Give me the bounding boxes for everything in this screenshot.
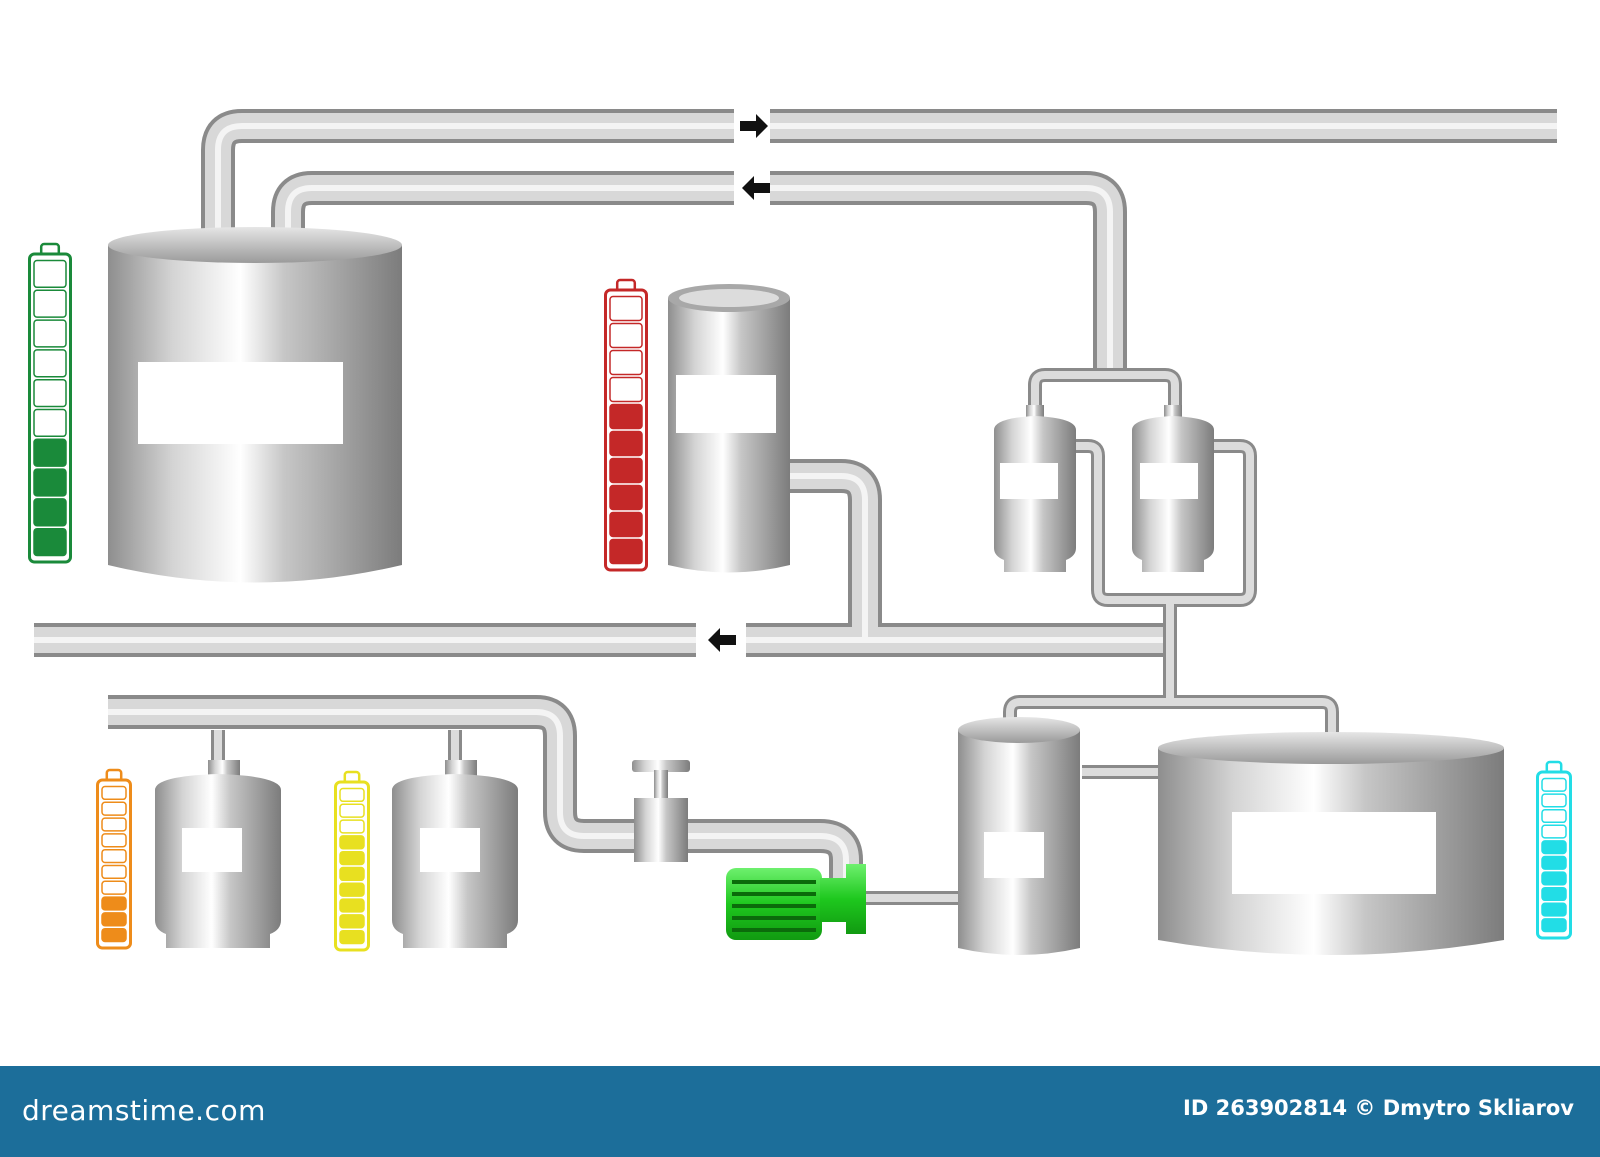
- indicator-segment-empty: [33, 319, 67, 348]
- indicator-segment-empty: [101, 848, 127, 864]
- filter-right: [1132, 405, 1214, 572]
- indicator-segment-filled: [609, 511, 643, 538]
- indicator-segment-empty: [33, 349, 67, 378]
- filter-left: [994, 405, 1076, 572]
- indicator-segment-empty: [101, 785, 127, 801]
- tank-label-panel: [984, 832, 1044, 878]
- storage-tank-lower: [1158, 732, 1504, 955]
- tank-label-panel: [182, 828, 242, 872]
- indicator-segment-filled: [1541, 840, 1567, 855]
- indicator-segment-empty: [339, 819, 365, 834]
- valve: [632, 760, 690, 862]
- indicator-segment-empty: [1541, 824, 1567, 839]
- level-indicator-orange: [96, 768, 132, 950]
- indicator-segment-filled: [1541, 871, 1567, 886]
- indicator-segment-empty: [101, 833, 127, 848]
- arrow-left-icon: [708, 628, 736, 652]
- tank-label-panel: [420, 828, 480, 872]
- indicator-segment-filled: [339, 866, 365, 882]
- indicator-segment-empty: [101, 864, 127, 880]
- indicator-segment-empty: [1541, 808, 1567, 824]
- filter-label-panel: [1140, 463, 1198, 499]
- brand-text[interactable]: dreamstime.com: [22, 1094, 266, 1127]
- indicator-segment-filled: [1541, 886, 1567, 902]
- indicator-segment-empty: [33, 289, 67, 318]
- indicator-segment-empty: [101, 817, 127, 832]
- pipe-network: [34, 109, 1557, 905]
- storage-tank-large: [108, 227, 402, 583]
- level-indicator-red: [604, 278, 648, 572]
- indicator-segment-empty: [1541, 793, 1567, 808]
- indicator-segment-empty: [101, 801, 127, 816]
- indicator-segment-filled: [609, 484, 643, 511]
- indicator-segment-empty: [609, 349, 643, 376]
- indicator-segment-empty: [339, 803, 365, 818]
- indicator-segment-filled: [101, 912, 127, 927]
- small-tank-2: [392, 760, 518, 948]
- indicator-segment-empty: [101, 880, 127, 895]
- indicator-segment-empty: [33, 408, 67, 438]
- arrow-right-icon: [740, 114, 768, 138]
- indicator-segment-filled: [33, 468, 67, 497]
- arrow-left-icon: [742, 176, 770, 200]
- indicator-segment-empty: [339, 787, 365, 803]
- tank-label-panel: [676, 375, 776, 433]
- indicator-segment-filled: [339, 914, 365, 929]
- indicator-segment-filled: [33, 527, 67, 557]
- level-indicator-cyan: [1536, 760, 1572, 940]
- tank-label-panel: [138, 362, 343, 444]
- level-indicator-green: [28, 242, 72, 564]
- small-tank-1: [155, 760, 281, 948]
- indicator-segment-filled: [339, 929, 365, 945]
- flow-arrows: [708, 114, 770, 652]
- indicator-segment-filled: [1541, 855, 1567, 870]
- level-indicator-yellow: [334, 770, 370, 952]
- indicator-segment-filled: [101, 896, 127, 911]
- indicator-segment-empty: [33, 259, 67, 289]
- image-credit: ID 263902814 © Dmytro Skliarov: [1183, 1096, 1574, 1120]
- indicator-segment-empty: [609, 322, 643, 349]
- indicator-segment-filled: [609, 457, 643, 484]
- indicator-segment-filled: [339, 898, 365, 913]
- indicator-segment-filled: [609, 403, 643, 430]
- indicator-segment-filled: [1541, 918, 1567, 933]
- indicator-segment-filled: [33, 498, 67, 527]
- indicator-segment-filled: [33, 438, 67, 467]
- indicator-segment-filled: [101, 927, 127, 943]
- tank-label-panel: [1232, 812, 1436, 894]
- pump: [726, 864, 866, 940]
- process-diagram: [28, 109, 1572, 955]
- indicator-segment-empty: [609, 295, 643, 322]
- indicator-segment-empty: [33, 378, 67, 408]
- receiver-tank: [958, 717, 1080, 955]
- indicator-segment-filled: [609, 430, 643, 457]
- filter-label-panel: [1000, 463, 1058, 499]
- indicator-segment-filled: [339, 882, 365, 897]
- indicator-segment-empty: [1541, 777, 1567, 792]
- indicator-segment-filled: [609, 538, 643, 565]
- indicator-segment-filled: [339, 850, 365, 866]
- footer-bar: dreamstime.com ID 263902814 © Dmytro Skl…: [0, 1066, 1600, 1157]
- column-tank: [668, 284, 790, 573]
- indicator-segment-empty: [609, 376, 643, 403]
- indicator-segment-filled: [1541, 902, 1567, 917]
- indicator-segment-filled: [339, 835, 365, 850]
